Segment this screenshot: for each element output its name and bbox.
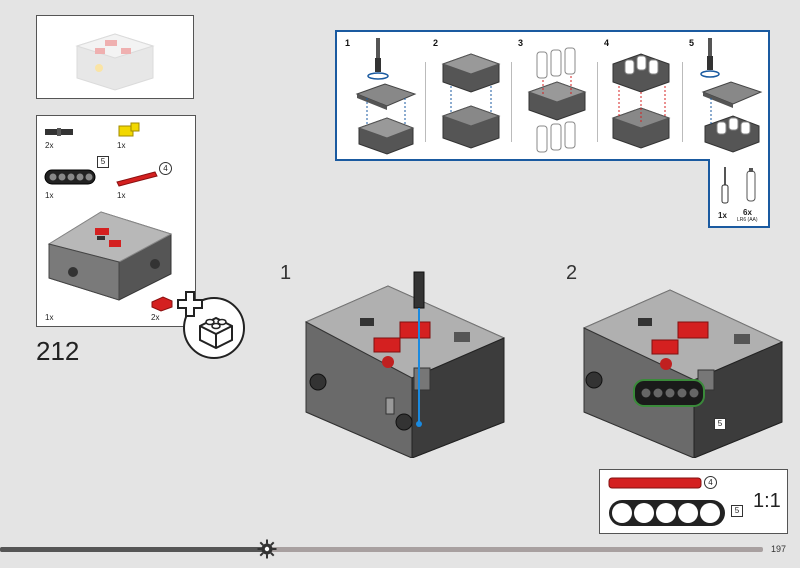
substep-2-hub-illustration [582, 289, 784, 458]
part-qty: 2x [151, 313, 160, 322]
aa-battery-icon [746, 168, 756, 202]
battery-step-number: 1 [345, 38, 351, 48]
part-qty: 1x [117, 191, 126, 200]
battery-step-number: 4 [604, 38, 610, 48]
scale-beam-icon [609, 500, 725, 526]
callout-beam-length: 5 [714, 418, 726, 430]
battery-step-number: 2 [433, 38, 439, 48]
battery-type-caption: LR6 (AA) [737, 217, 758, 223]
battery-step-5-illustration [700, 38, 763, 153]
red-connector-icon [151, 296, 173, 312]
step-divider [597, 62, 598, 142]
part-qty: 1x [45, 313, 54, 322]
beam-icon [44, 169, 96, 185]
axle-pin-icon [45, 128, 73, 136]
tools-box: 1x 6x LR6 (AA) [708, 159, 770, 228]
tool-qty: 6x [743, 208, 752, 217]
scale-ratio: 1:1 [753, 490, 781, 512]
battery-step-number: 5 [689, 38, 695, 48]
page-number: 197 [771, 544, 787, 554]
progress-gear-icon [257, 539, 277, 559]
progress-fill [0, 547, 267, 552]
battery-step-1-illustration [355, 38, 417, 155]
parts-list-frame: 2x 1x 5 1x 4 1x 1x 2x [36, 115, 196, 327]
scale-beam-length: 5 [731, 505, 743, 517]
substep-number: 2 [566, 262, 578, 284]
beam-length-badge: 5 [97, 156, 109, 168]
battery-instructions-box: 1 2 3 4 5 [335, 30, 770, 161]
battery-step-number: 3 [518, 38, 524, 48]
hub-preview-image [75, 33, 155, 91]
part-qty: 1x [117, 141, 126, 150]
build-step-number: 212 [36, 336, 80, 366]
add-brick-icon [177, 291, 245, 359]
scale-check-frame: 4 5 1:1 [599, 469, 788, 534]
battery-step-2-illustration [441, 53, 501, 149]
part-qty: 1x [45, 191, 54, 200]
progress-track [0, 547, 763, 552]
hub-preview-frame [36, 15, 194, 99]
scale-axle-length: 4 [704, 476, 717, 489]
axle-length-badge: 4 [159, 162, 172, 175]
substep-number: 1 [280, 262, 292, 284]
hub-box-icon [47, 211, 173, 301]
step-divider [425, 62, 426, 142]
battery-step-4-illustration [611, 53, 671, 149]
scale-axle-icon [608, 477, 702, 489]
substep-1-hub-illustration [304, 271, 506, 458]
screwdriver-icon [721, 167, 729, 204]
red-axle-icon [116, 171, 158, 187]
part-qty: 2x [45, 141, 54, 150]
step-divider [511, 62, 512, 142]
yellow-connector-icon [118, 122, 140, 137]
step-divider [682, 62, 683, 142]
tool-qty: 1x [718, 211, 727, 220]
battery-step-3-illustration [527, 47, 587, 153]
